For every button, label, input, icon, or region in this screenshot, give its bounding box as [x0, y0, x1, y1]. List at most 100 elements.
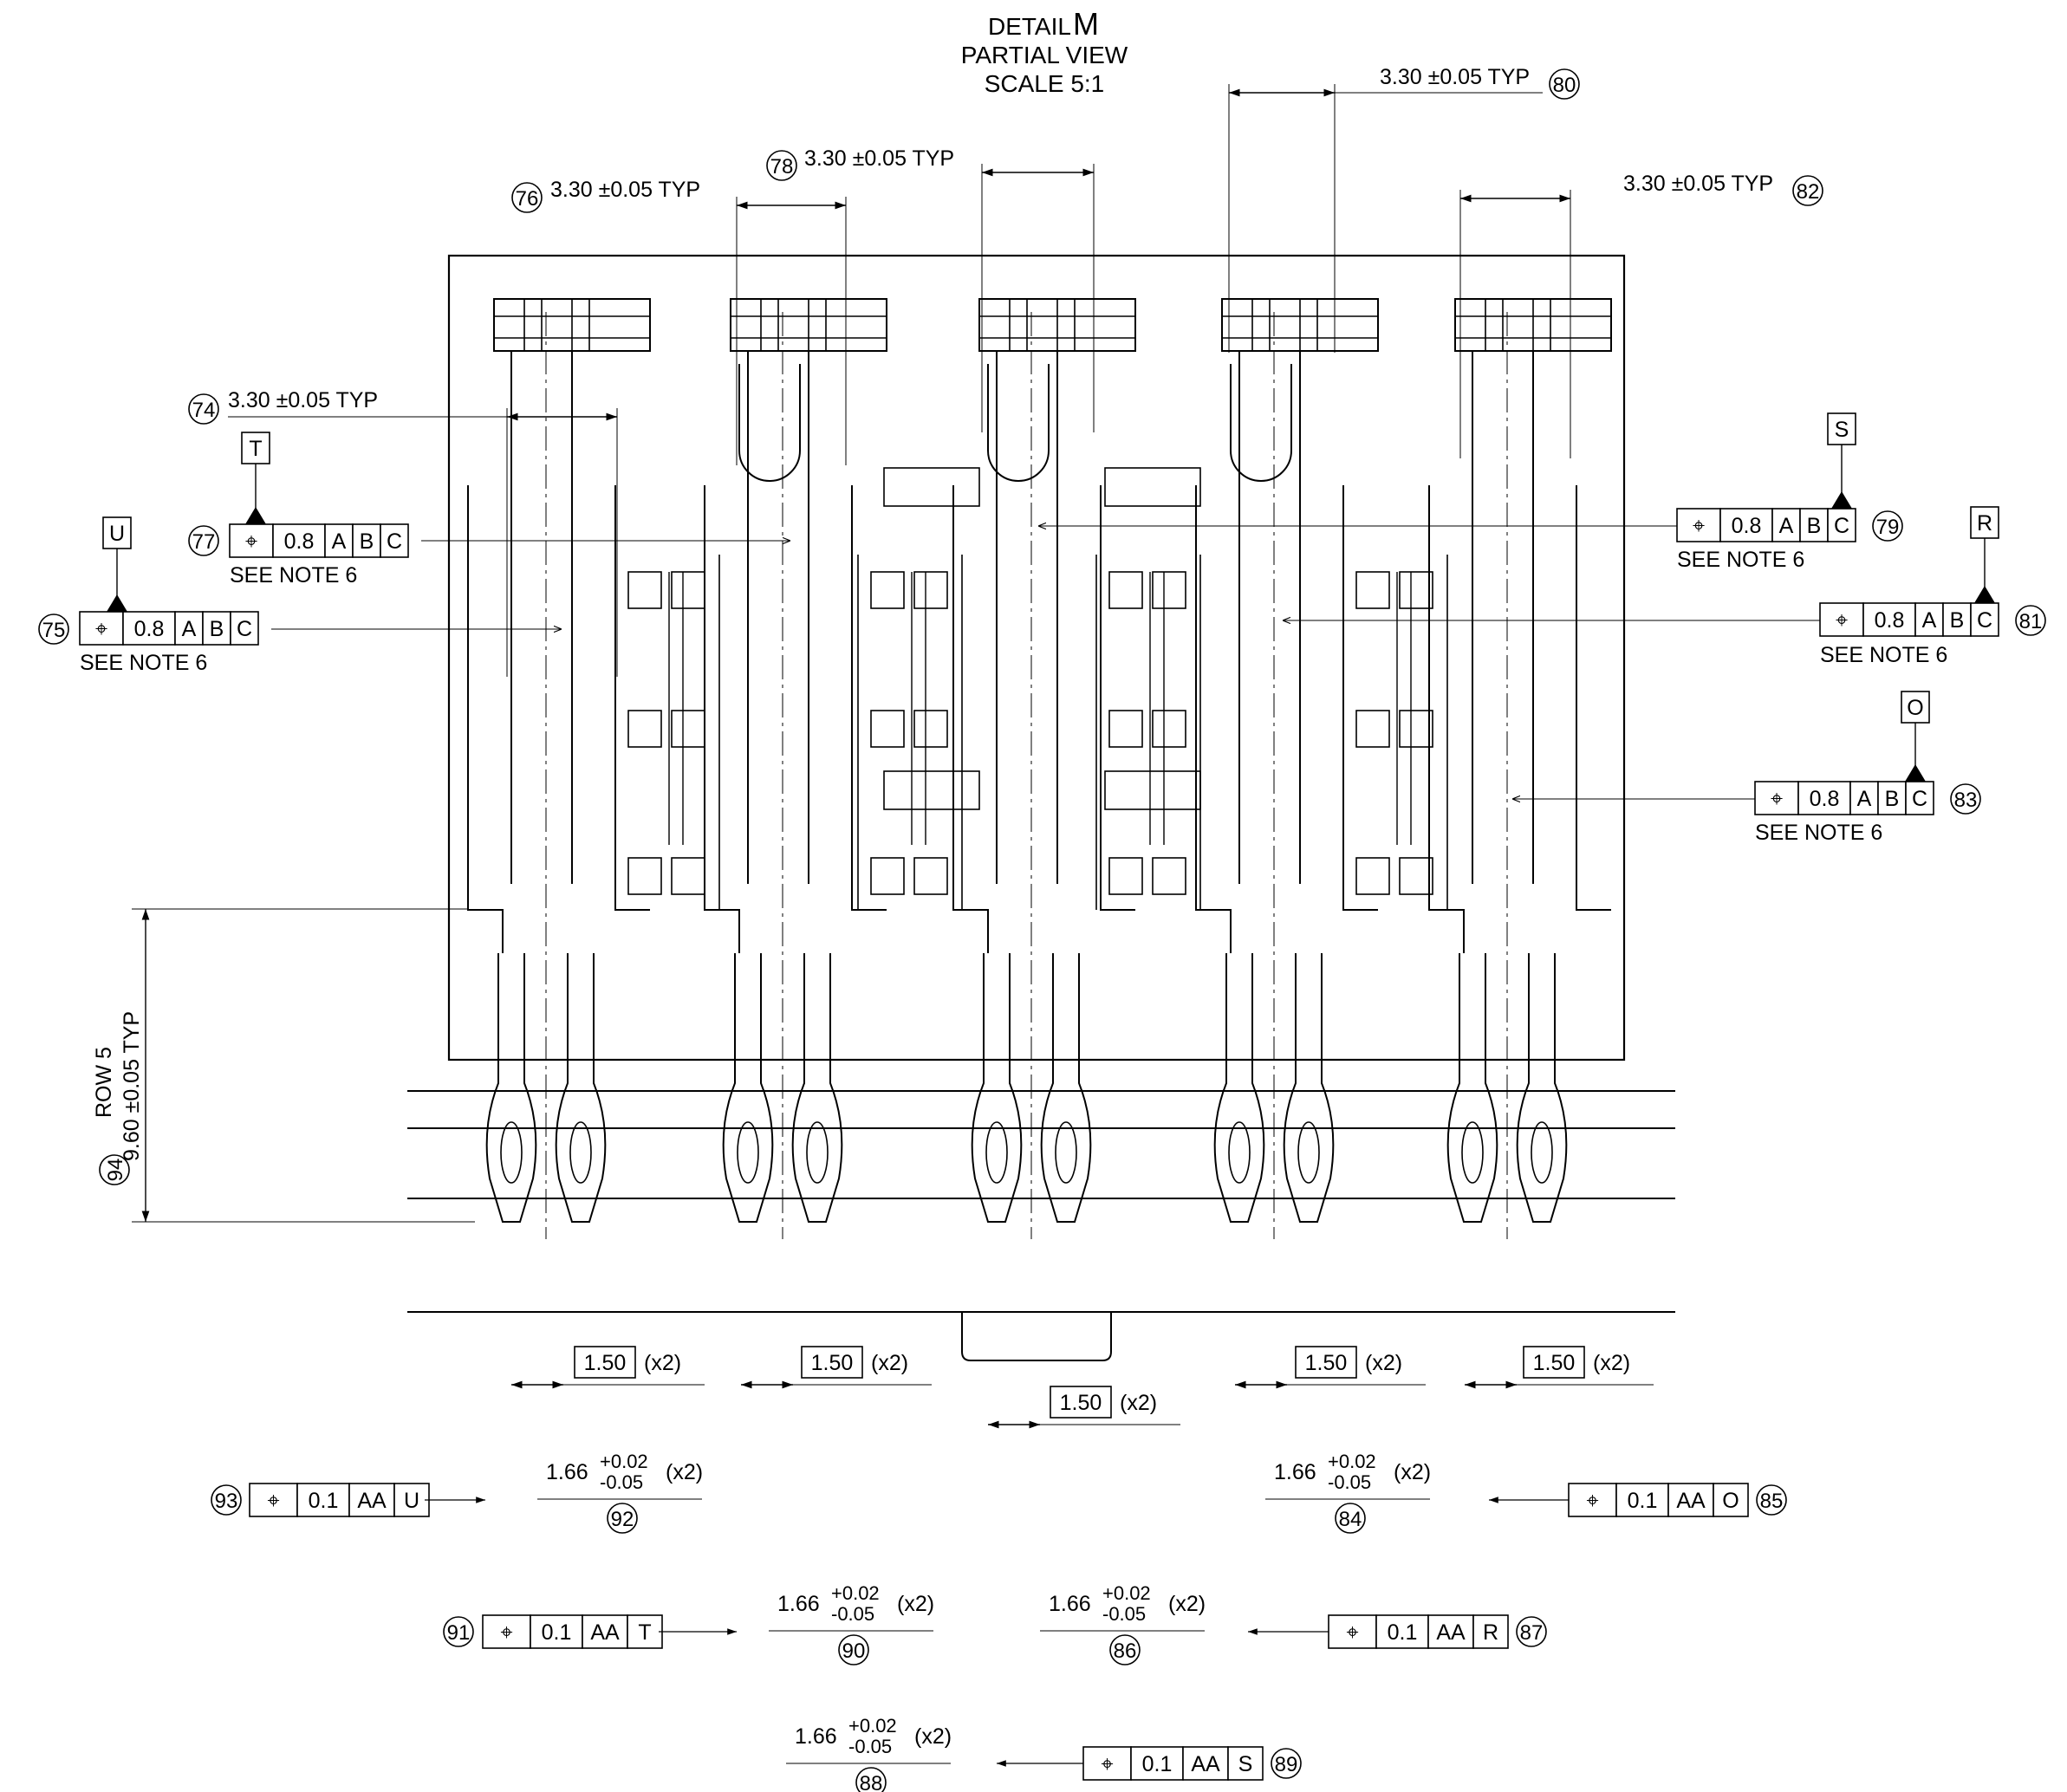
retention-slot [1485, 298, 1504, 352]
retention-slot [808, 298, 827, 352]
multiplier: (x2) [666, 1460, 703, 1484]
fcf-value: 0.8 [1732, 514, 1762, 538]
fcf-cell [1970, 602, 1999, 637]
press-fit-tail [722, 953, 774, 1223]
contact-beam [747, 351, 809, 884]
balloon-number: 84 [1339, 1508, 1362, 1531]
retention-slot [1009, 298, 1028, 352]
terminal-edge [614, 555, 720, 910]
upper-tolerance: +0.02 [848, 1715, 897, 1737]
fcf-value: A [1779, 514, 1794, 538]
datum-triangle [1905, 764, 1926, 782]
balloon: 85 [1756, 1484, 1787, 1516]
fcf-cell [249, 1483, 298, 1517]
balloon: 84 [1335, 1503, 1366, 1534]
balloon-number: 94 [104, 1159, 127, 1182]
multiplier: (x2) [1120, 1391, 1157, 1415]
balloon-circle [211, 1484, 242, 1516]
window [913, 710, 948, 748]
fcf-value: B [1950, 608, 1965, 633]
basic-box [574, 1346, 636, 1379]
fcf-value: 0.1 [1628, 1489, 1658, 1513]
multiplier: (x2) [914, 1724, 952, 1749]
multiplier: (x2) [871, 1351, 908, 1375]
fcf-cell [1827, 508, 1856, 542]
press-fit-tail [791, 953, 843, 1223]
terminal-edge [857, 555, 963, 910]
fcf-value: 0.8 [1810, 787, 1840, 811]
balloon: 94 [99, 1154, 130, 1185]
balloon-circle [443, 1616, 474, 1647]
basic-value: 1.50 [584, 1351, 627, 1375]
contact-shoulder [952, 485, 1135, 953]
width-dimension: 1.66+0.02-0.05(x2)90 [769, 1582, 934, 1665]
fcf-cell [1082, 1746, 1132, 1781]
basic-dimensions: 1.50(x2)1.50(x2)1.50(x2)1.50(x2)1.50(x2) [511, 1346, 1654, 1429]
basic-dimension: 1.50(x2) [1235, 1346, 1426, 1389]
fcf-value: 0.8 [1875, 608, 1905, 633]
fcf-cell [1754, 781, 1799, 815]
balloon-number: 78 [770, 155, 794, 179]
balloon-number: 85 [1760, 1490, 1784, 1513]
width-dimension: 1.66+0.02-0.05(x2)86 [1040, 1582, 1206, 1665]
fcf-cell [582, 1614, 628, 1649]
balloon: 76 [511, 182, 543, 213]
balloon-number: 89 [1275, 1753, 1298, 1776]
window [870, 857, 905, 895]
window [1108, 857, 1143, 895]
fcf-cell [1130, 1746, 1184, 1781]
press-fit-tail [1040, 953, 1092, 1223]
fcf-cell [1375, 1614, 1429, 1649]
pitch-dim-text: 3.30 ±0.05 TYP [1623, 172, 1773, 196]
contact-beam [996, 351, 1058, 884]
window [671, 857, 705, 895]
fcf-value: B [210, 617, 224, 641]
window [913, 857, 948, 895]
window [627, 710, 662, 748]
balloon-circle [1271, 1748, 1302, 1779]
contact [1195, 298, 1379, 1239]
datum-box [102, 516, 132, 549]
balloon-number: 90 [842, 1639, 866, 1663]
contact-shoulder [1195, 485, 1378, 953]
datum-box [241, 432, 270, 464]
row-dimension: ROW 5 9.60 ±0.05 TYP 94 [92, 1011, 144, 1185]
multiplier: (x2) [897, 1592, 934, 1616]
retention-slot [523, 298, 543, 352]
balloon-number: 77 [192, 530, 216, 554]
fcf-value: AA [357, 1489, 387, 1513]
press-fit-tail [1516, 953, 1568, 1223]
balloon: 80 [1549, 68, 1580, 100]
position-symbol: ⌖ [1586, 1489, 1598, 1513]
balloon-circle [855, 1767, 887, 1792]
window [671, 710, 705, 748]
press-fit-tail [485, 953, 537, 1223]
fcf-value: R [1483, 1620, 1498, 1645]
fcf-value: C [237, 617, 252, 641]
window [1355, 857, 1390, 895]
retention-slot [571, 298, 590, 352]
basic-box [1523, 1346, 1585, 1379]
position-symbol: ⌖ [267, 1489, 279, 1513]
balloon: 77 [188, 525, 219, 556]
contact-beam [1472, 351, 1534, 884]
balloon: 89 [1271, 1748, 1302, 1779]
fcf-value: C [1977, 608, 1992, 633]
balloon-circle [1109, 1634, 1141, 1665]
fcf-value: 0.1 [1388, 1620, 1418, 1645]
fcf-value: A [182, 617, 197, 641]
inner-terminal [857, 555, 963, 910]
basic-dimension: 1.50(x2) [741, 1346, 932, 1389]
fcf-cell [122, 611, 176, 646]
balloon-number: 91 [447, 1621, 471, 1645]
fcf-cell [174, 611, 204, 646]
fcf-cell [1182, 1746, 1229, 1781]
pitch-dim-text: 3.30 ±0.05 TYP [1380, 65, 1530, 89]
contact-beam [510, 351, 573, 884]
fcf-value: C [387, 529, 402, 554]
balloon-circle [1756, 1484, 1787, 1516]
datum-triangle [107, 594, 127, 612]
